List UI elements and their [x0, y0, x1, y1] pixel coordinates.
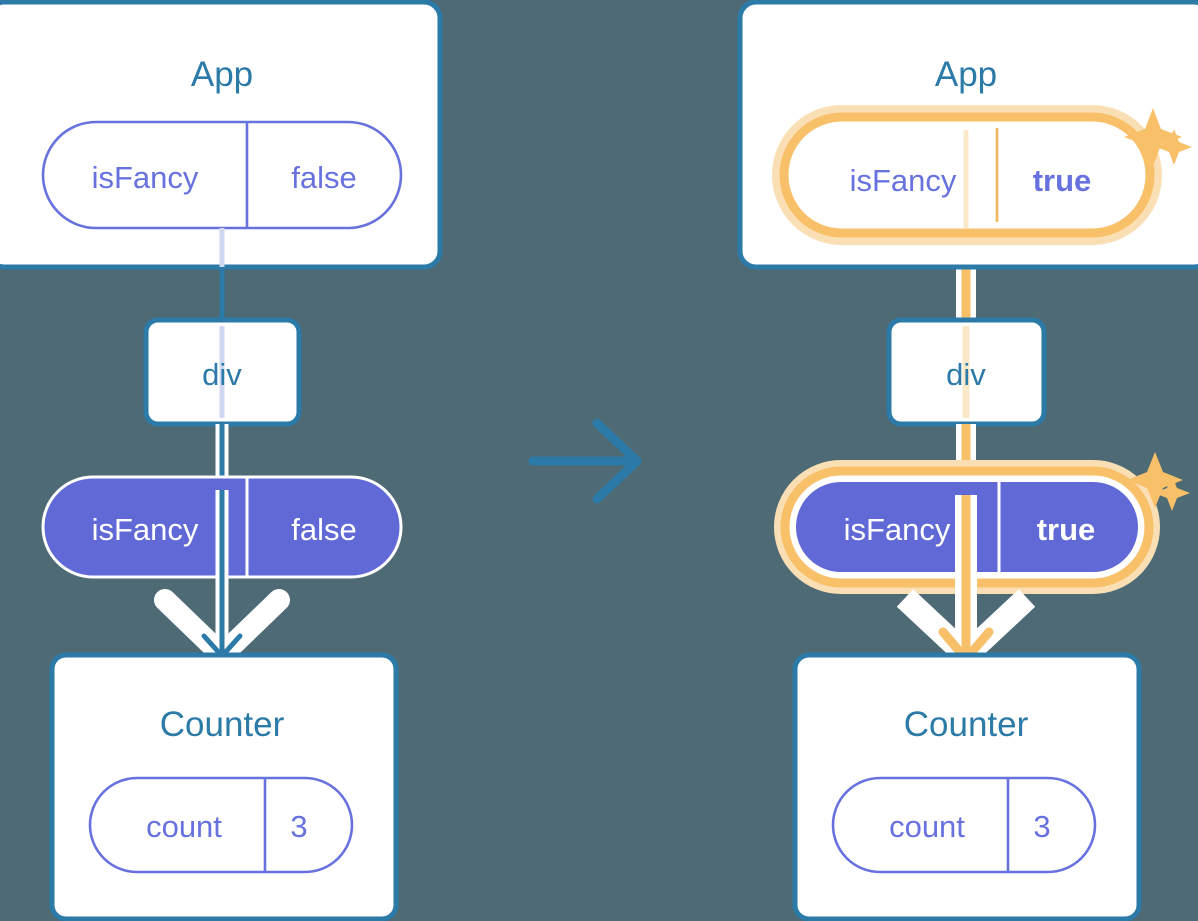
sparkle-large-icon — [1124, 108, 1182, 166]
panel-after: App isFancy true div — [737, 0, 1198, 921]
counter-state-pill-right — [831, 776, 1097, 874]
sparkle-small-icon — [1154, 475, 1190, 511]
app-state-pill-left — [41, 120, 403, 230]
panel-before: App isFancy false div isFancy false — [0, 0, 443, 921]
counter-state-pill-left — [88, 776, 354, 874]
sparkle-large-icon — [1127, 452, 1183, 508]
sparkle-small-icon — [1156, 129, 1192, 165]
transition-arrow-icon — [528, 418, 642, 504]
